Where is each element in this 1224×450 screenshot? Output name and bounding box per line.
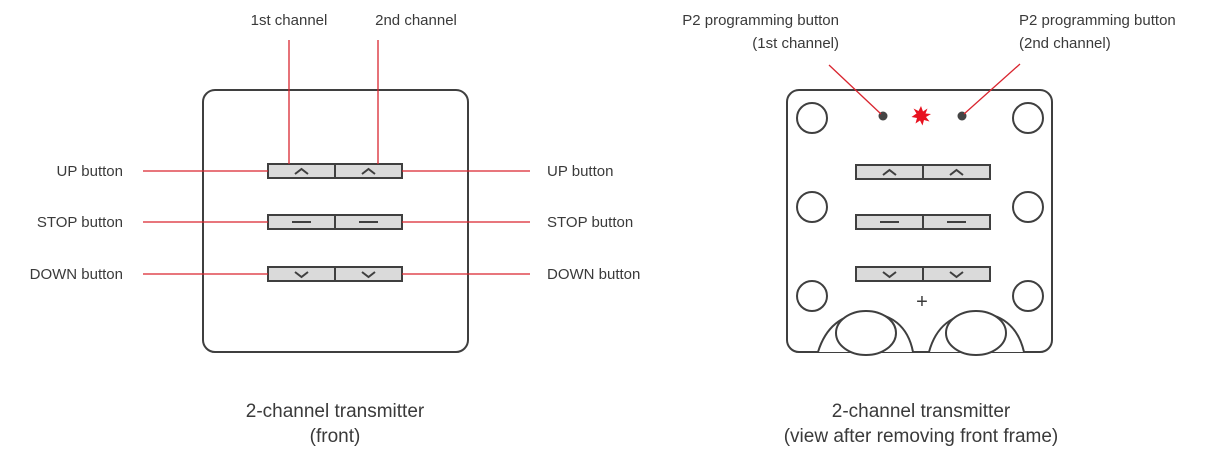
mounting-hole-icon <box>1012 191 1044 223</box>
chevron-up-icon <box>949 168 964 176</box>
back-caption-line2: (view after removing front frame) <box>784 426 1059 447</box>
chevron-down-icon <box>949 271 964 279</box>
back-up-button-ch1[interactable] <box>855 164 924 180</box>
plus-sign: + <box>916 291 928 313</box>
back-stop-buttons <box>855 214 991 230</box>
front-up-buttons <box>267 163 403 179</box>
front-stop-buttons <box>267 214 403 230</box>
label-1st-channel: 1st channel <box>251 12 328 29</box>
battery-contacts <box>817 310 1025 356</box>
chevron-up-icon <box>361 167 376 175</box>
label-2nd-channel: 2nd channel <box>375 12 457 29</box>
back-down-button-ch1[interactable] <box>855 266 924 282</box>
back-leader-lines <box>828 63 1021 115</box>
front-leader-lines <box>143 40 530 275</box>
label-stop-right: STOP button <box>547 214 633 231</box>
front-caption-line2: (front) <box>310 426 361 447</box>
front-down-button-ch2[interactable] <box>334 266 403 282</box>
front-up-button-ch2[interactable] <box>334 163 403 179</box>
label-stop-left: STOP button <box>37 214 123 231</box>
chevron-up-icon <box>882 168 897 176</box>
front-down-button-ch1[interactable] <box>267 266 336 282</box>
label-p2-ch1-line2: (1st channel) <box>752 35 839 52</box>
front-down-buttons <box>267 266 403 282</box>
mounting-hole-icon <box>1012 280 1044 312</box>
label-p2-ch2-line2: (2nd channel) <box>1019 35 1111 52</box>
mounting-hole-icon <box>796 280 828 312</box>
label-up-left: UP button <box>57 163 123 180</box>
back-down-buttons <box>855 266 991 282</box>
front-view: 1st channel 2nd channel UP button STOP b… <box>30 12 641 447</box>
chevron-up-icon <box>294 167 309 175</box>
back-up-buttons <box>855 164 991 180</box>
back-down-button-ch2[interactable] <box>922 266 991 282</box>
chevron-down-icon <box>882 271 897 279</box>
label-p2-ch1-line1: P2 programming button <box>682 12 839 29</box>
back-view: + P2 programming button (1st channel) P2… <box>682 12 1176 447</box>
label-up-right: UP button <box>547 163 613 180</box>
mounting-holes <box>796 102 1044 312</box>
chevron-down-icon <box>361 271 376 279</box>
label-p2-ch2-line1: P2 programming button <box>1019 12 1176 29</box>
back-caption-line1: 2-channel transmitter <box>832 401 1011 422</box>
chevron-down-icon <box>294 271 309 279</box>
label-down-right: DOWN button <box>547 266 640 283</box>
mounting-hole-icon <box>796 102 828 134</box>
label-down-left: DOWN button <box>30 266 123 283</box>
back-up-button-ch2[interactable] <box>922 164 991 180</box>
led-star-icon <box>911 106 931 126</box>
battery-contact-icon <box>835 310 897 356</box>
mounting-hole-icon <box>1012 102 1044 134</box>
battery-contact-icon <box>945 310 1007 356</box>
front-caption-line1: 2-channel transmitter <box>246 401 425 422</box>
front-up-button-ch1[interactable] <box>267 163 336 179</box>
mounting-hole-icon <box>796 191 828 223</box>
